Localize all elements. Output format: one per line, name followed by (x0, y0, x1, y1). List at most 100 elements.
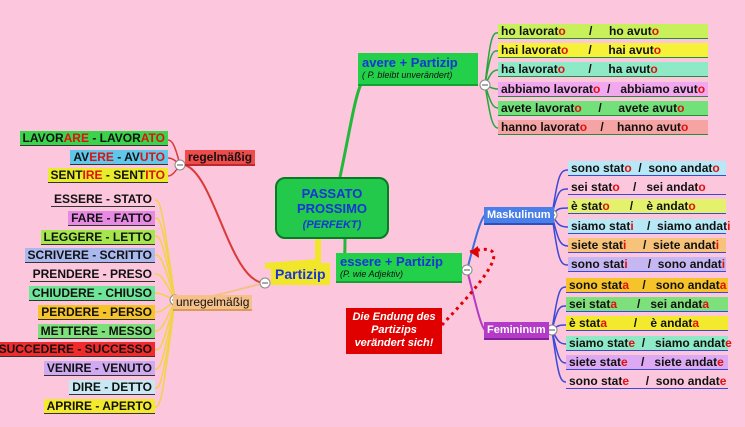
regular-ending2: ATO (140, 131, 165, 145)
femininum-ending: a (610, 297, 618, 312)
regular-ending2: UTO (139, 149, 165, 164)
maskulinum-row[interactable]: sono stato / sono andato (568, 161, 726, 176)
avere-ending2: o (681, 120, 689, 134)
femininum-stem2: / sono andat (629, 278, 720, 292)
avere-stem: ha lavorat (501, 62, 558, 77)
maskulinum-row[interactable]: siamo stati / siamo andati (568, 218, 730, 234)
femininum-stem2: / siete andat (627, 354, 718, 369)
maskulinum-stem: è stat (571, 199, 603, 214)
maskulinum-ending2: i (715, 237, 720, 252)
femininum-row[interactable]: siamo state / siamo andate (566, 335, 732, 351)
irregular-row[interactable]: SUCCEDERE - SUCCESSO (0, 342, 155, 358)
maskulinum-stem2: / sei andat (619, 180, 699, 195)
irregular-text: SUCCEDERE - SUCCESSO (0, 342, 152, 357)
irregular-row[interactable]: PERDERE - PERSO (38, 304, 155, 320)
maskulinum-row[interactable]: sei stato / sei andato (568, 180, 726, 196)
avere-node[interactable]: avere + Partizip ( P. bleibt unverändert… (358, 53, 478, 86)
irregular-text: PERDERE - PERSO (41, 304, 152, 319)
center-node[interactable]: PASSATO PROSSIMO (PERFEKT) (275, 177, 389, 239)
femininum-ending2: e (717, 354, 724, 369)
unregelmaessig-node[interactable]: unregelmäßig (173, 295, 253, 311)
note-line1: Die Endung des (352, 311, 436, 323)
regular-ending: ERE (89, 149, 114, 164)
femininum-ending2: e (719, 374, 727, 388)
femininum-stem2: / è andat (607, 316, 693, 331)
avere-row[interactable]: avete lavorato / avete avuto (498, 100, 708, 116)
irregular-text: VENIRE - VENUTO (46, 361, 152, 376)
note-line2: Partizips (371, 324, 417, 336)
irregular-row[interactable]: PRENDERE - PRESO (29, 267, 155, 283)
regular-row[interactable]: AVERE - AVUTO (70, 149, 168, 165)
irregular-row[interactable]: SCRIVERE - SCRITTO (24, 248, 155, 264)
regular-ending: ARE (63, 131, 89, 145)
femininum-ending: a (600, 316, 608, 331)
avere-stem2: / abbiamo avut (600, 81, 698, 96)
maskulinum-ending2: o (688, 199, 696, 214)
maskulinum-row[interactable]: siete stati / siete andati (568, 237, 726, 253)
femininum-row[interactable]: sono stata / sono andata (566, 278, 728, 293)
femininum-row[interactable]: sono state / sono andate (566, 374, 728, 389)
maskulinum-stem: siete stat (571, 237, 624, 252)
irregular-row[interactable]: LEGGERE - LETTO (40, 229, 155, 245)
irregular-row[interactable]: VENIRE - VENUTO (43, 361, 155, 377)
maskulinum-node[interactable]: Maskulinum (484, 207, 554, 225)
essere-subtitle: (P. wie Adjektiv) (340, 269, 404, 279)
regelmaessig-node[interactable]: regelmäßig (185, 150, 256, 166)
essere-node[interactable]: essere + Partizip (P. wie Adjektiv) (336, 253, 462, 283)
maskulinum-ending2: i (721, 257, 726, 271)
irregular-text: CHIUDERE - CHIUSO (31, 286, 152, 300)
maskulinum-stem: siamo stat (571, 218, 631, 233)
maskulinum-row[interactable]: è stato / è andato (568, 199, 726, 215)
irregular-row[interactable]: METTERE - MESSO (37, 323, 155, 339)
irregular-row[interactable]: FARE - FATTO (68, 210, 155, 226)
maskulinum-ending: o (624, 161, 632, 175)
irregular-row[interactable]: CHIUDERE - CHIUSO (28, 286, 155, 301)
regular-stem2: - AV (113, 149, 140, 164)
avere-ending: o (558, 24, 566, 38)
center-line2: PROSSIMO (296, 201, 368, 216)
note-line3: verändert sich! (354, 337, 434, 349)
femininum-ending2: a (692, 316, 700, 331)
femininum-row[interactable]: siete state / siete andate (566, 354, 728, 370)
maskulinum-stem2: / è andat (609, 199, 689, 214)
femininum-stem: sei stat (569, 297, 611, 312)
avere-row[interactable]: ho lavorato / ho avuto (498, 24, 708, 39)
regular-row[interactable]: SENTIRE - SENTITO (47, 168, 168, 183)
regular-stem: AV (73, 149, 90, 164)
avere-ending: o (557, 62, 566, 77)
avere-stem: abbiamo lavorat (501, 81, 594, 96)
regular-stem2: - LAVOR (88, 131, 141, 145)
regular-stem2: - SENT (102, 168, 146, 182)
femininum-stem2: / sono andat (629, 374, 720, 388)
maskulinum-ending2: o (712, 161, 720, 175)
avere-row[interactable]: abbiamo lavorato / abbiamo avuto (498, 81, 708, 97)
femininum-row[interactable]: è stata / è andata (566, 316, 728, 332)
irregular-row[interactable]: ESSERE - STATO (50, 192, 155, 207)
regular-row[interactable]: LAVORARE - LAVORATO (19, 131, 168, 146)
maskulinum-ending: o (602, 199, 610, 214)
irregular-row[interactable]: DIRE - DETTO (69, 380, 155, 395)
femininum-ending: e (622, 374, 630, 388)
avere-ending2: o (677, 100, 685, 115)
avere-subtitle: ( P. bleibt unverändert) (362, 70, 453, 80)
avere-row[interactable]: ha lavorato / ha avuto (498, 62, 708, 78)
femininum-row[interactable]: sei stata / sei andata (566, 297, 728, 313)
avere-row[interactable]: hanno lavorato / hanno avuto (498, 120, 708, 135)
irregular-text: DIRE - DETTO (72, 380, 152, 394)
regular-ending: IRE (82, 168, 103, 182)
avere-stem: hai lavorat (501, 43, 562, 58)
avere-row[interactable]: hai lavorato / hai avuto (498, 43, 708, 59)
avere-ending2: o (651, 24, 660, 38)
femininum-node[interactable]: Femininum (484, 322, 549, 340)
maskulinum-row[interactable]: sono stati / sono andati (568, 257, 726, 272)
avere-stem: ho lavorat (501, 24, 559, 38)
partizip-node[interactable]: Partizip (271, 263, 330, 285)
maskulinum-ending: i (623, 237, 627, 252)
femininum-stem: è stat (569, 316, 601, 331)
irregular-text: LEGGERE - LETTO (43, 229, 152, 244)
irregular-text: ESSERE - STATO (53, 192, 152, 206)
femininum-stem: sono stat (569, 374, 623, 388)
maskulinum-ending: i (630, 218, 634, 233)
irregular-row[interactable]: APRIRE - APERTO (43, 398, 155, 414)
avere-stem2: / ho avut (565, 24, 652, 38)
